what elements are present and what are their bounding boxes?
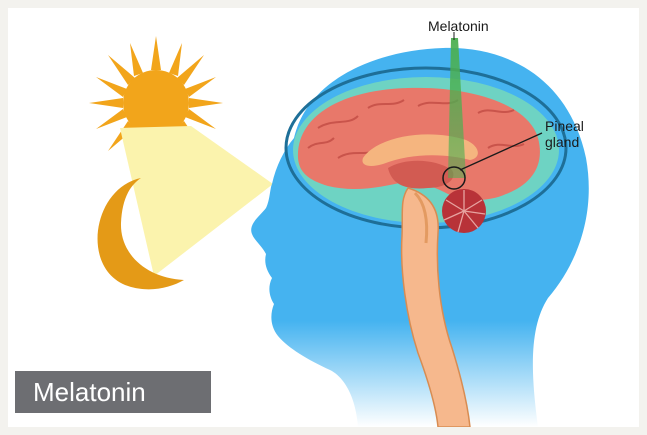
caption-box: Melatonin	[15, 371, 211, 413]
light-beam	[120, 126, 273, 276]
pineal-gland-label: Pineal gland	[545, 118, 584, 150]
diagram-frame: Melatonin Pineal gland Melatonin	[8, 8, 639, 427]
melatonin-label: Melatonin	[428, 18, 489, 34]
pineal-label-line1: Pineal	[545, 118, 584, 134]
melatonin-diagram	[8, 8, 639, 427]
caption-text: Melatonin	[33, 377, 146, 407]
pineal-label-line2: gland	[545, 134, 584, 150]
